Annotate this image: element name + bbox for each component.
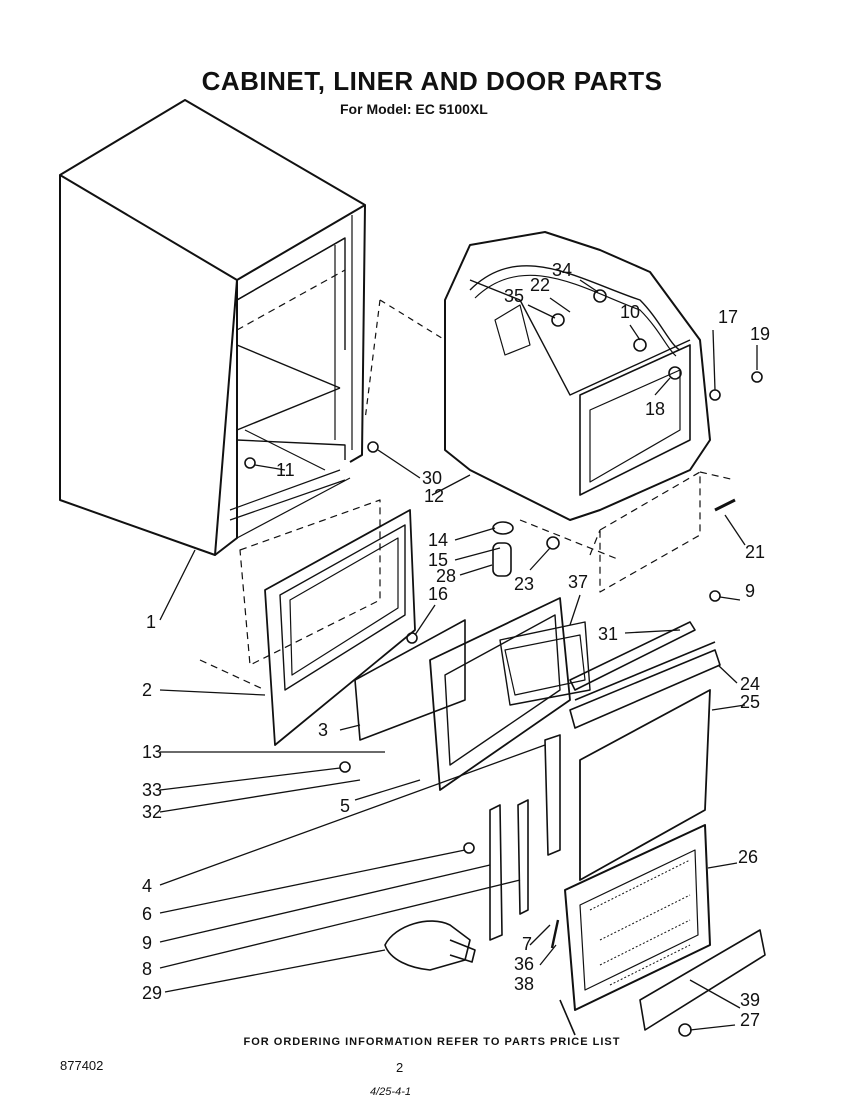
callout-23: 23: [514, 574, 534, 594]
inner-door-drawing: [354, 597, 591, 791]
callout-25: 25: [740, 692, 760, 712]
callout-14: 14: [428, 530, 448, 550]
callout-12: 12: [424, 486, 444, 506]
door-panel-drawing: [579, 689, 711, 881]
callout-labels: 1 2 3 4 5 6 7 8 9 9 10 11 12 13 14 15 16…: [142, 260, 770, 1030]
page-title: CABINET, LINER AND DOOR PARTS: [201, 66, 663, 96]
leader-lines: [159, 279, 758, 1031]
liner-drawing: [364, 231, 711, 521]
callout-1: 1: [146, 612, 156, 632]
callout-7: 7: [522, 934, 532, 954]
page-number: 2: [396, 1060, 404, 1075]
callout-32: 32: [142, 802, 162, 822]
callout-39: 39: [740, 990, 760, 1010]
callout-22: 22: [530, 275, 550, 295]
callout-13: 13: [142, 742, 162, 762]
callout-11: 11: [276, 460, 295, 480]
part-number: 877402: [60, 1058, 104, 1073]
callout-26: 26: [738, 847, 758, 867]
callout-27: 27: [740, 1010, 760, 1030]
callout-18: 18: [645, 399, 665, 419]
kick-plate-drawing: [639, 929, 766, 1031]
ice-scoop-drawing: [384, 920, 476, 971]
door-rails-drawing: [569, 621, 721, 729]
callout-10: 10: [620, 302, 640, 322]
callout-2: 2: [142, 680, 152, 700]
callout-6: 6: [142, 904, 152, 924]
callout-15: 15: [428, 550, 448, 570]
model-subtitle: For Model: EC 5100XL: [340, 101, 488, 117]
callout-21: 21: [745, 542, 765, 562]
cabinet-drawing: [59, 99, 366, 556]
callout-9-right: 9: [745, 581, 755, 601]
callout-31: 31: [598, 624, 618, 644]
callout-8: 8: [142, 959, 152, 979]
callout-16: 16: [428, 584, 448, 604]
document-code: 4/25-4-1: [370, 1086, 411, 1098]
callout-36: 36: [514, 954, 534, 974]
callout-28: 28: [436, 566, 456, 586]
grille-drawing: [559, 824, 711, 1036]
callout-5: 5: [340, 796, 350, 816]
side-trims-drawing: [489, 734, 561, 941]
callout-24: 24: [740, 674, 760, 694]
ordering-note: FOR ORDERING INFORMATION REFER TO PARTS …: [243, 1036, 621, 1048]
callout-37: 37: [568, 572, 588, 592]
callout-9-left: 9: [142, 933, 152, 953]
door-frame-drawing: [199, 499, 416, 746]
callout-17: 17: [718, 307, 738, 327]
callout-35: 35: [504, 286, 524, 306]
callout-29: 29: [142, 983, 162, 1003]
callout-30: 30: [422, 468, 442, 488]
callout-34: 34: [552, 260, 572, 280]
cover-drawing: [519, 471, 736, 593]
callout-38: 38: [514, 974, 534, 994]
callout-4: 4: [142, 876, 152, 896]
callout-3: 3: [318, 720, 328, 740]
callout-33: 33: [142, 780, 162, 800]
callout-19: 19: [750, 324, 770, 344]
